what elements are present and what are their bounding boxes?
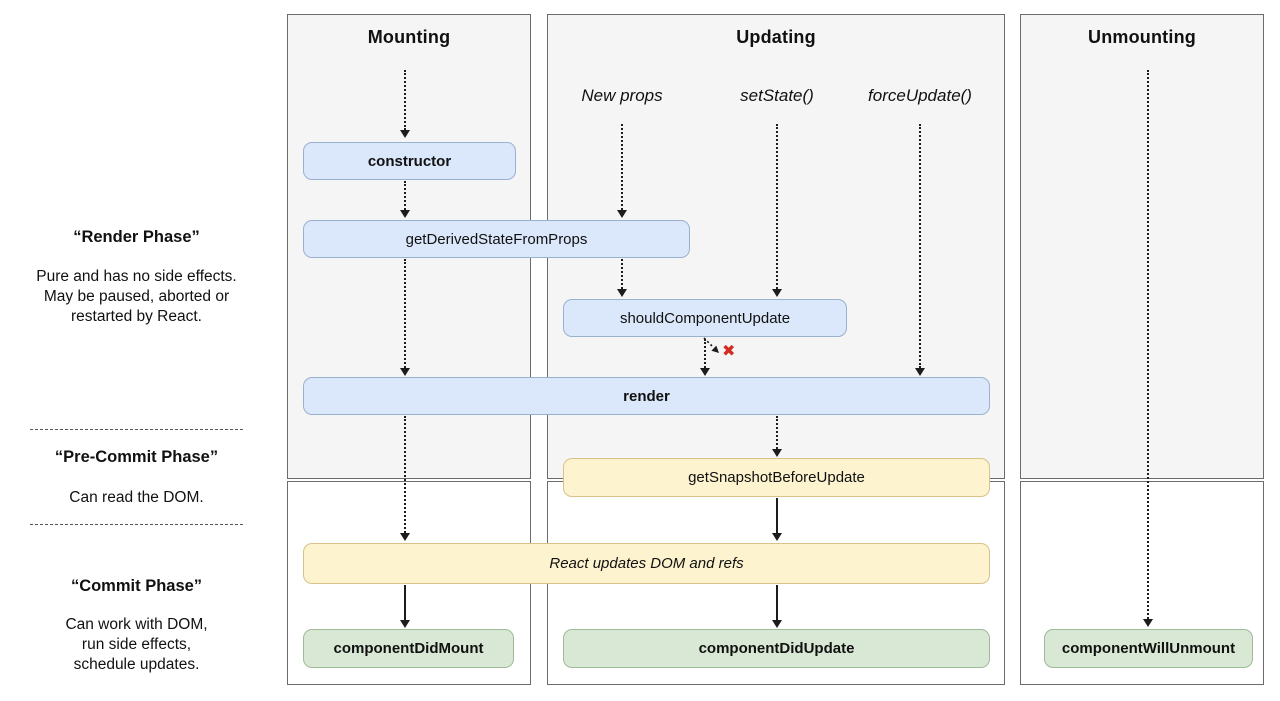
phase-divider-bottom — [30, 524, 243, 525]
pre-commit-phase-description-block: Can read the DOM. — [20, 488, 253, 508]
commit-phase-description: Can work with DOM, run side effects, sch… — [65, 616, 208, 673]
trigger-force-update: forceUpdate() — [868, 86, 972, 105]
trigger-set-state: setState() — [740, 86, 814, 105]
arrow-mount-start-line — [404, 70, 406, 130]
should-component-update-box: shouldComponentUpdate — [563, 299, 847, 337]
arrow-forceupdate-to-render-line — [919, 124, 921, 368]
updating-column-title: Updating — [736, 27, 816, 47]
arrow-render-to-domupdate-head — [400, 533, 410, 541]
arrow-newprops-to-gdsfp-head — [617, 210, 627, 218]
arrow-domupdate-to-cdu-head — [772, 620, 782, 628]
arrow-setstate-to-scu-head — [772, 289, 782, 297]
component-will-unmount-box: componentWillUnmount — [1044, 629, 1253, 668]
pre-commit-phase-description: Can read the DOM. — [69, 489, 204, 506]
arrow-scu-to-render-line — [704, 339, 706, 368]
arrow-render-to-domupdate-line — [404, 416, 406, 533]
get-snapshot-before-update-box: getSnapshotBeforeUpdate — [563, 458, 990, 497]
arrow-scu-to-render-head — [700, 368, 710, 376]
arrow-domupdate-to-cdm-head — [400, 620, 410, 628]
arrow-render-to-gsbu-line — [776, 416, 778, 449]
component-did-update-box: componentDidUpdate — [563, 629, 990, 668]
arrow-gsbu-to-domupdate-head — [772, 533, 782, 541]
pre-commit-phase-title: “Pre-Commit Phase” — [54, 448, 219, 466]
commit-phase-title: “Commit Phase” — [70, 577, 203, 595]
arrow-unmount-line — [1147, 70, 1149, 619]
arrow-render-to-gsbu-head — [772, 449, 782, 457]
arrow-gdsfp-to-scu-head — [617, 289, 627, 297]
render-phase-description-block: Pure and has no side effects. May be pau… — [20, 267, 253, 327]
component-did-mount-box: componentDidMount — [303, 629, 514, 668]
arrow-unmount-head — [1143, 619, 1153, 627]
pre-commit-phase-label: “Pre-Commit Phase” — [20, 448, 253, 467]
false-x-icon: ✖ — [722, 343, 736, 360]
arrow-gsbu-to-domupdate-line — [776, 498, 778, 533]
arrow-domupdate-to-cdm-line — [404, 585, 406, 620]
get-derived-state-from-props-box: getDerivedStateFromProps — [303, 220, 690, 258]
unmounting-column-render-area: Unmounting — [1020, 14, 1264, 479]
arrow-scu-false-branch — [703, 337, 719, 353]
arrow-gdsfp-to-scu-line — [621, 259, 623, 289]
commit-phase-label: “Commit Phase” — [20, 577, 253, 596]
react-updates-dom-box: React updates DOM and refs — [303, 543, 990, 584]
unmounting-column-title: Unmounting — [1088, 27, 1196, 47]
arrow-mount-start-head — [400, 130, 410, 138]
render-phase-label: “Render Phase” — [20, 228, 253, 247]
render-phase-title: “Render Phase” — [73, 228, 200, 246]
arrow-constructor-to-gdsfp-head — [400, 210, 410, 218]
arrow-constructor-to-gdsfp-line — [404, 181, 406, 210]
constructor-box: constructor — [303, 142, 516, 180]
arrow-gdsfp-to-render-line — [404, 259, 406, 368]
arrow-forceupdate-to-render-head — [915, 368, 925, 376]
arrow-setstate-to-scu-line — [776, 124, 778, 289]
arrow-domupdate-to-cdu-line — [776, 585, 778, 620]
render-box: render — [303, 377, 990, 415]
arrow-newprops-to-gdsfp-line — [621, 124, 623, 210]
commit-phase-description-block: Can work with DOM, run side effects, sch… — [20, 615, 253, 675]
phase-divider-top — [30, 429, 243, 430]
arrow-gdsfp-to-render-head — [400, 368, 410, 376]
render-phase-description: Pure and has no side effects. May be pau… — [36, 268, 237, 325]
trigger-new-props: New props — [581, 86, 663, 105]
mounting-column-title: Mounting — [367, 27, 451, 47]
